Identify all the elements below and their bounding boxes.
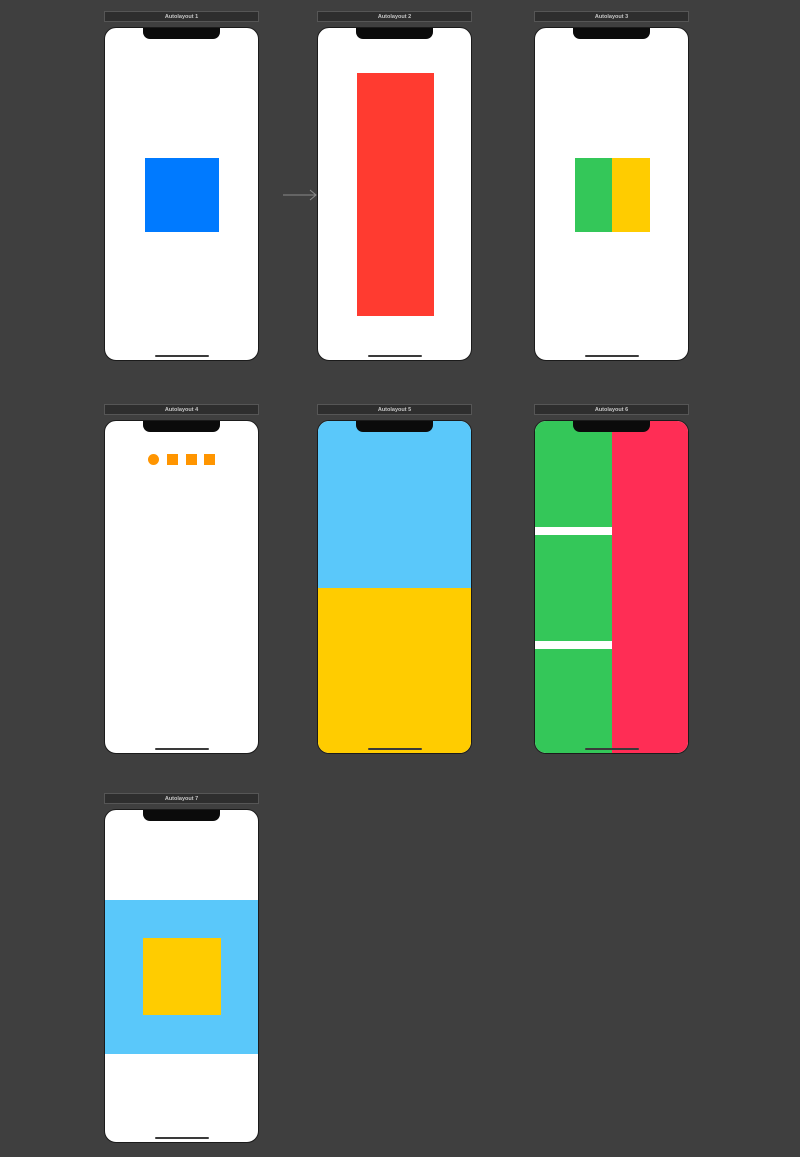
home-indicator <box>368 748 422 750</box>
phone-notch <box>356 421 433 432</box>
scene-title[interactable]: Autolayout 7 <box>104 793 259 804</box>
pink-column-view[interactable] <box>612 421 688 753</box>
scene-title[interactable]: Autolayout 3 <box>534 11 689 22</box>
segue-arrow-icon[interactable] <box>282 188 318 202</box>
phone-frame[interactable] <box>534 27 689 361</box>
orange-square-view[interactable] <box>186 454 197 465</box>
phone-notch <box>143 421 220 432</box>
green-top-view[interactable] <box>535 421 612 527</box>
home-indicator <box>155 355 209 357</box>
yellow-half-view[interactable] <box>612 158 650 232</box>
scene-title[interactable]: Autolayout 2 <box>317 11 472 22</box>
home-indicator <box>585 748 639 750</box>
green-half-view[interactable] <box>575 158 612 232</box>
phone-frame[interactable] <box>317 420 472 754</box>
phone-frame[interactable] <box>104 809 259 1143</box>
green-bottom-view[interactable] <box>535 649 612 753</box>
home-indicator <box>585 355 639 357</box>
phone-frame[interactable] <box>104 420 259 754</box>
yellow-bottom-view[interactable] <box>318 588 471 753</box>
orange-square-view[interactable] <box>167 454 178 465</box>
phone-frame[interactable] <box>317 27 472 361</box>
phone-frame[interactable] <box>104 27 259 361</box>
phone-notch <box>143 810 220 821</box>
green-middle-view[interactable] <box>535 535 612 641</box>
home-indicator <box>368 355 422 357</box>
scene-title[interactable]: Autolayout 5 <box>317 404 472 415</box>
red-rectangle-view[interactable] <box>357 73 434 316</box>
light-blue-top-view[interactable] <box>318 421 471 588</box>
phone-notch <box>143 28 220 39</box>
orange-circle-view[interactable] <box>148 454 159 465</box>
scene-title[interactable]: Autolayout 1 <box>104 11 259 22</box>
blue-square-view[interactable] <box>145 158 219 232</box>
phone-frame[interactable] <box>534 420 689 754</box>
phone-notch <box>356 28 433 39</box>
phone-notch <box>573 28 650 39</box>
scene-title[interactable]: Autolayout 6 <box>534 404 689 415</box>
orange-square-view[interactable] <box>204 454 215 465</box>
yellow-square-view[interactable] <box>143 938 221 1015</box>
home-indicator <box>155 1137 209 1139</box>
phone-notch <box>573 421 650 432</box>
scene-title[interactable]: Autolayout 4 <box>104 404 259 415</box>
home-indicator <box>155 748 209 750</box>
